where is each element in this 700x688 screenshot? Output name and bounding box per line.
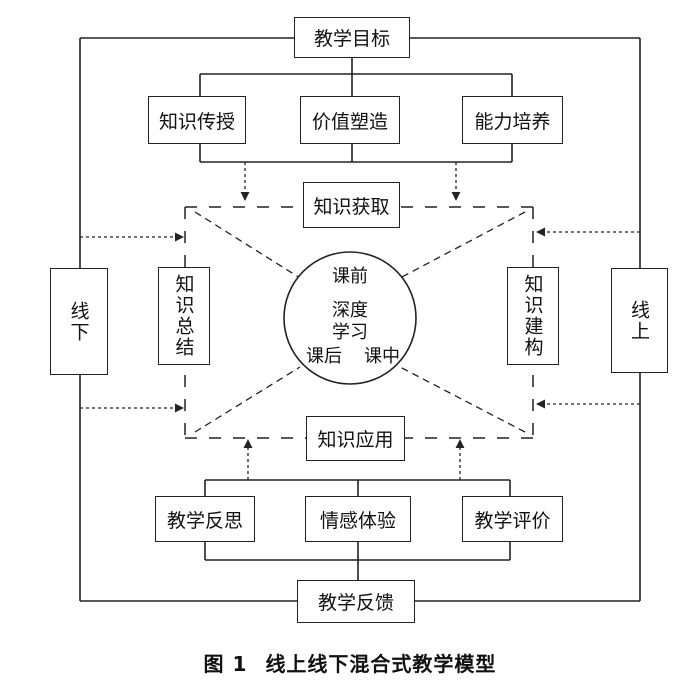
knowledge-acquisition-box: 知识获取 (303, 182, 400, 228)
teaching-feedback-box: 教学反馈 (297, 580, 415, 623)
center-during-class: 课中 (364, 346, 400, 367)
value-shaping-box: 价值塑造 (300, 96, 400, 144)
teaching-reflection-box: 教学反思 (155, 496, 255, 542)
bottom-dashed-arrows (243, 439, 465, 480)
offline-box: 线下 (50, 268, 108, 375)
knowledge-application-box: 知识应用 (306, 416, 405, 461)
figure-caption: 图 1 线上线下混合式教学模型 (0, 648, 700, 677)
teaching-goal-box: 教学目标 (294, 17, 410, 58)
center-deep-line2: 学习 (332, 322, 368, 343)
knowledge-summary-box: 知识总结 (158, 267, 210, 365)
knowledge-construction-box: 知识建构 (507, 267, 559, 365)
online-box: 线上 (611, 268, 668, 373)
center-before-class: 课前 (332, 266, 368, 287)
side-dotted-arrows (80, 227, 640, 413)
top-tree-lines (199, 57, 513, 163)
center-after-class: 课后 (306, 346, 342, 367)
figure-title: 线上线下混合式教学模型 (265, 652, 497, 676)
diagonal-spokes (194, 211, 526, 433)
figure-number: 图 1 (203, 652, 248, 676)
bottom-tree-lines (204, 479, 511, 580)
ability-cultivation-box: 能力培养 (462, 96, 563, 144)
center-circle (283, 251, 417, 385)
center-deep-line1: 深度 (332, 300, 368, 321)
emotional-experience-box: 情感体验 (305, 496, 411, 542)
knowledge-transfer-box: 知识传授 (148, 96, 246, 144)
top-dashed-arrows (240, 162, 461, 201)
teaching-evaluation-box: 教学评价 (462, 496, 563, 542)
